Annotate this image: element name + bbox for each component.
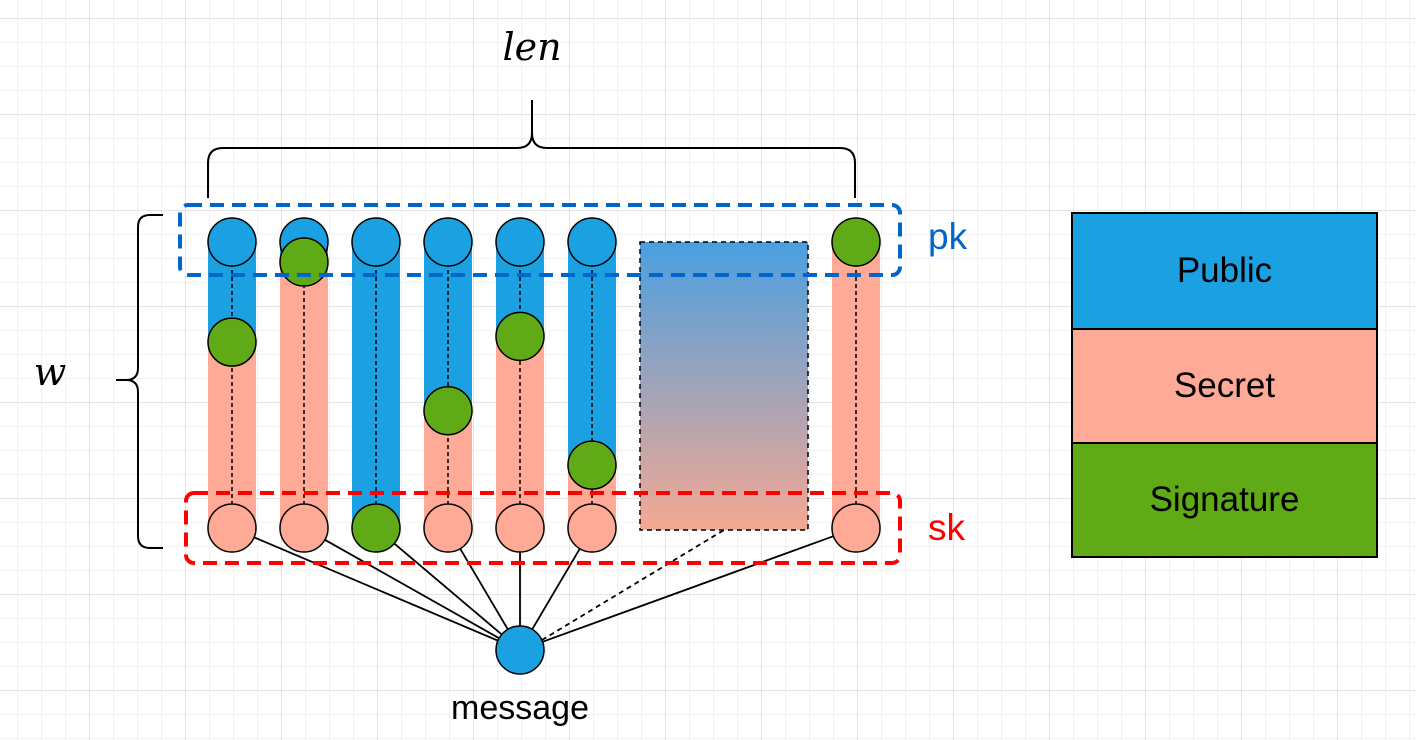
len-label: len [502, 25, 561, 69]
chain-5-signature-node [495, 311, 545, 362]
legend-public-label: Public [1176, 251, 1273, 290]
chain-2-signature-node [279, 237, 329, 287]
pk-box [178, 203, 902, 277]
hash-chains [207, 217, 881, 553]
message-link-7 [542, 535, 834, 643]
w-label: w [34, 350, 67, 394]
w-brace [116, 214, 163, 549]
chain-3-public-node [351, 217, 401, 267]
message-node [495, 625, 545, 675]
chain-1-public-node [207, 217, 257, 267]
chain-6-signature-node [567, 440, 617, 490]
legend-signature-label: Signature [1149, 480, 1300, 519]
message-link-6 [531, 548, 581, 630]
chain-5-secret-node [495, 503, 545, 553]
sk-box [184, 491, 902, 565]
message-label: message [451, 689, 589, 727]
message-links [253, 529, 834, 643]
sk-label: sk [928, 507, 966, 548]
chain-3-signature-node [351, 503, 401, 553]
message-link-4 [459, 548, 509, 630]
chain-2-secret-node [279, 503, 329, 553]
chain-7-signature-node [831, 217, 881, 267]
message-link-1 [253, 536, 499, 642]
legend: Public Secret Signature [1071, 212, 1378, 558]
legend-public: Public [1073, 214, 1376, 328]
chain-1-secret-node [207, 503, 257, 553]
chain-6-public-node [567, 217, 617, 267]
chain-5-public-node [495, 217, 545, 267]
message-link-3 [393, 542, 503, 636]
legend-secret-label: Secret [1173, 366, 1276, 405]
legend-signature: Signature [1073, 442, 1376, 556]
len-brace [207, 100, 856, 198]
chain-4-signature-node [423, 385, 473, 436]
chain-4-public-node [423, 217, 473, 267]
chain-6-secret-node [567, 503, 617, 553]
omitted-chains-block [639, 241, 809, 531]
chain-4-secret-node [423, 503, 473, 553]
chain-7-secret-node [831, 503, 881, 553]
pk-label: pk [928, 216, 968, 257]
chain-1-signature-node [207, 317, 257, 367]
legend-secret: Secret [1073, 328, 1376, 442]
message-link-2 [324, 539, 500, 639]
